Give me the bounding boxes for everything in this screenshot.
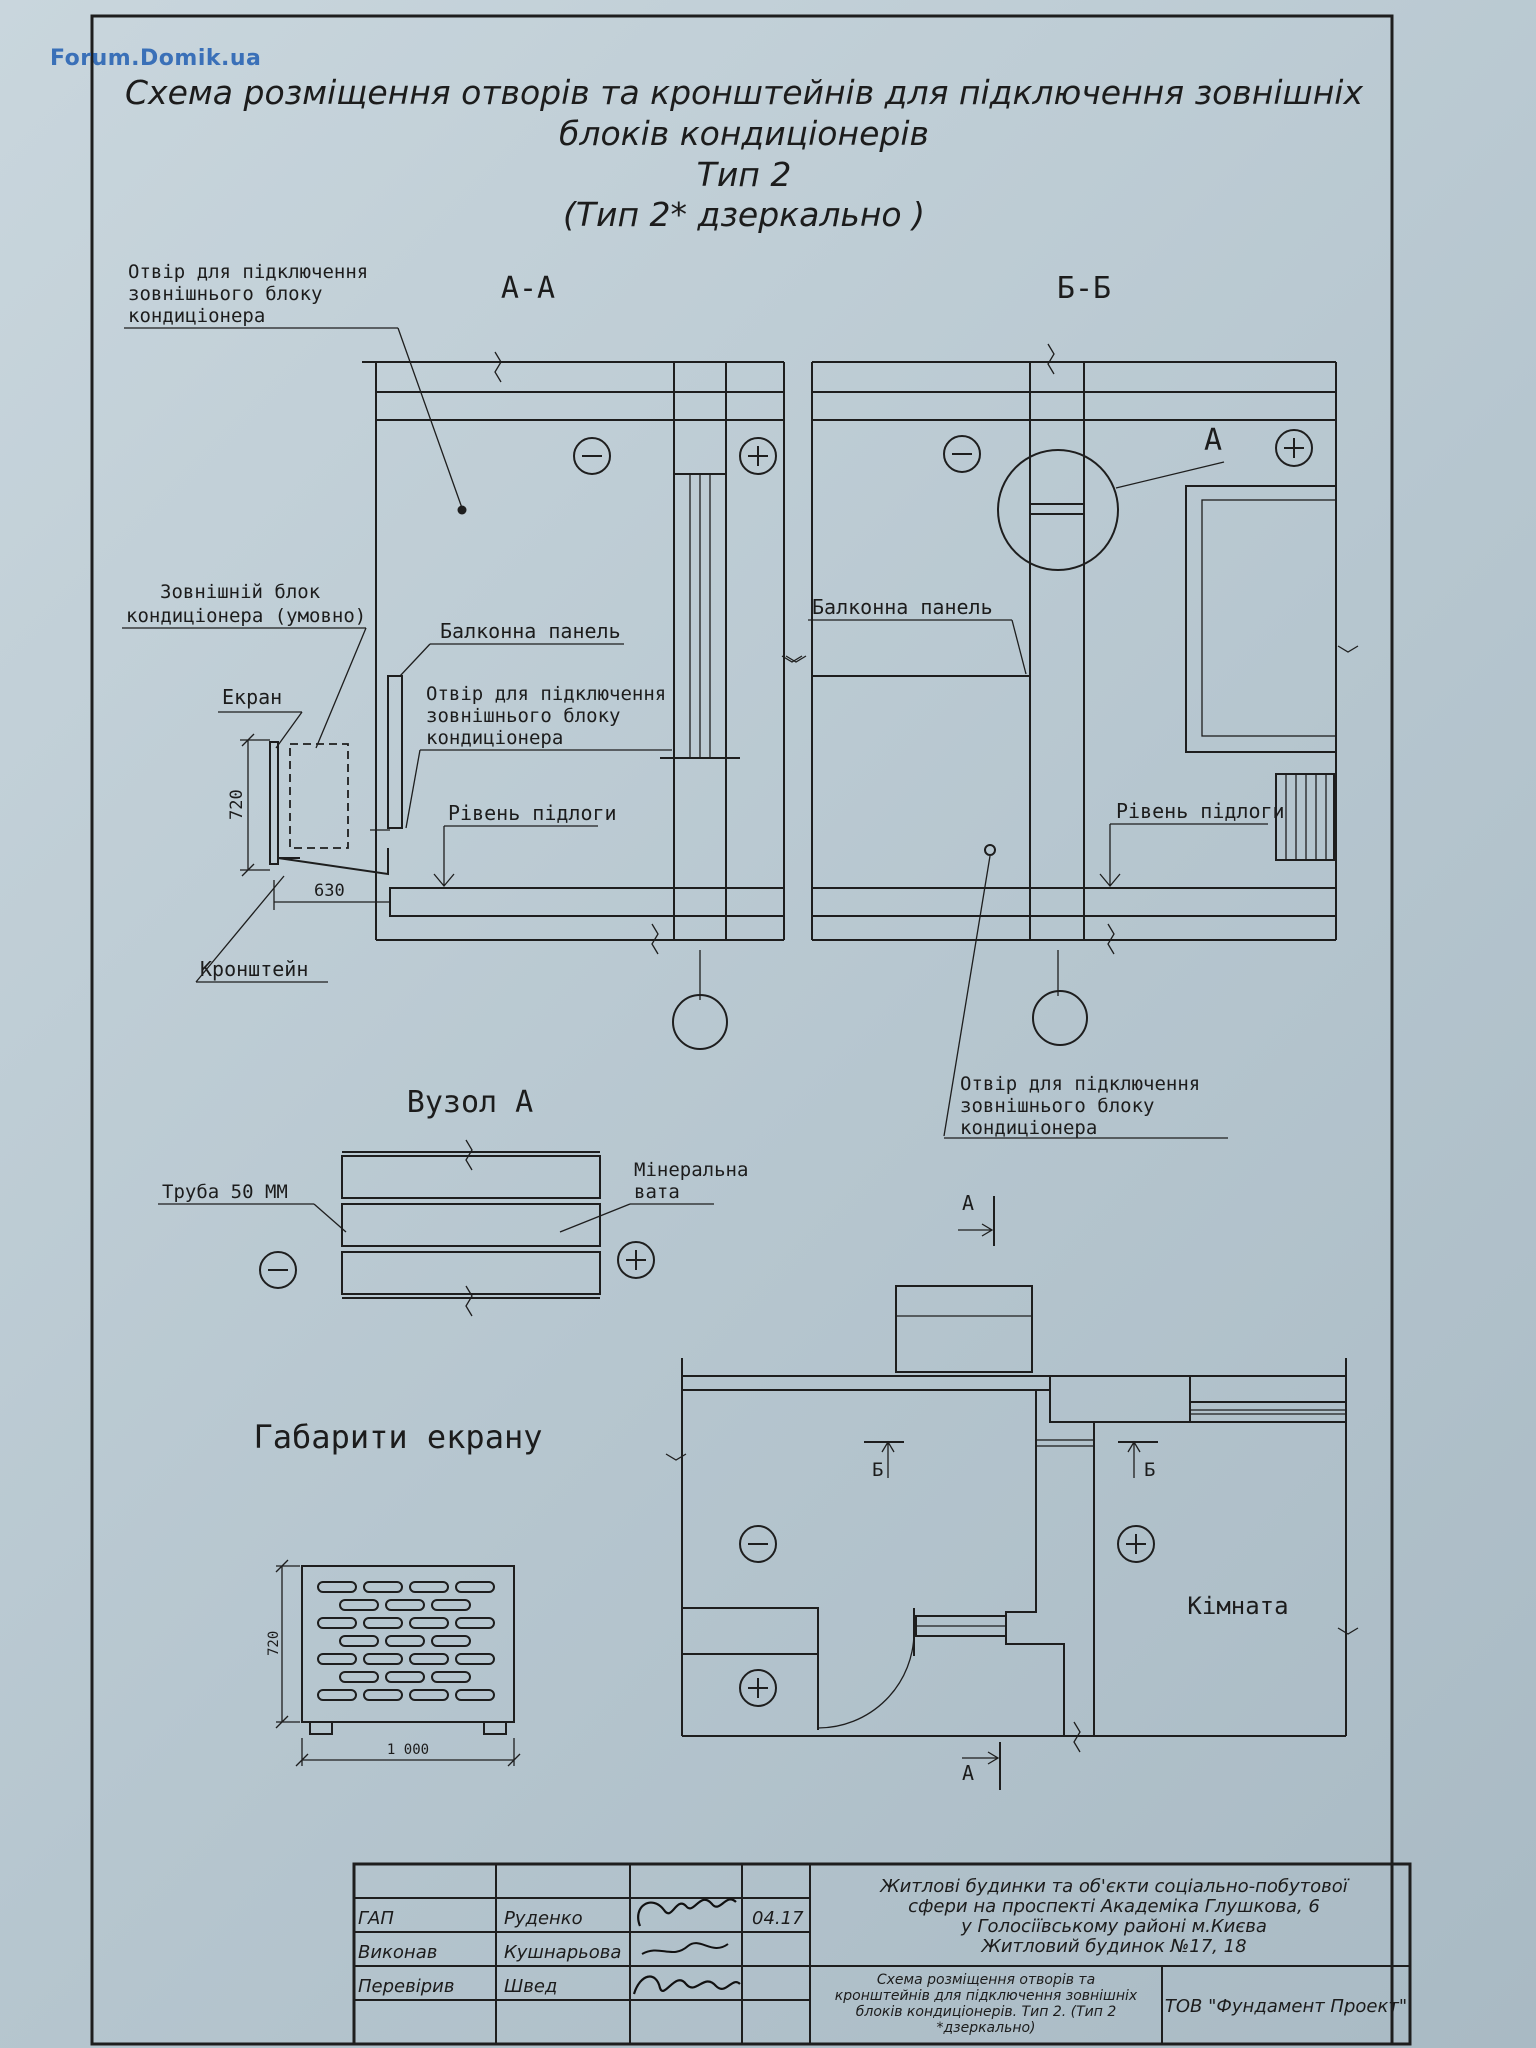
screen-dims-title: Габарити екрану [254, 1418, 543, 1456]
title-line-3: Тип 2 [697, 155, 792, 194]
node-a-circle [997, 449, 1119, 571]
title-line-2: блоків кондиціонерів [559, 114, 929, 153]
watermark: Forum.Domik.ua [50, 46, 262, 71]
axis-bubble-bb [1032, 990, 1088, 1046]
node-a-wool-label-1: Мінеральна [634, 1159, 748, 1181]
stamp-name-1: Руденко [504, 1908, 583, 1929]
stamp-sheet-title-3: блоків кондиціонерів. Тип 2. (Тип 2 [856, 2004, 1117, 2020]
section-aa-dim-height: 720 [227, 789, 247, 820]
node-a-title: Вузол А [407, 1085, 533, 1120]
section-aa-hole2-callout-2: зовнішнього блоку [426, 705, 620, 727]
plan-wall-left [681, 1607, 819, 1655]
balcony-panel-bb [811, 675, 1031, 889]
stamp-role-3: Перевірив [358, 1976, 454, 1997]
signature-3 [632, 1975, 741, 1995]
screen-panel [269, 741, 279, 865]
signature-2 [641, 1942, 729, 1955]
top-slab-bb [811, 391, 1337, 421]
plan-wall-central [1005, 1389, 1095, 1737]
axis-bubble-aa [672, 994, 728, 1050]
floor-slab-bb [811, 887, 1337, 917]
node-a-pipe-label: Труба 50 ММ [162, 1181, 288, 1203]
sheet-frame [90, 14, 1394, 2046]
section-aa-floor-level: Рівень підлоги [448, 801, 617, 825]
title-line-4: (Тип 2* дзеркально ) [563, 195, 925, 234]
screen-dims-height: 720 [266, 1631, 282, 1656]
plan-outdoor-unit [895, 1285, 1033, 1373]
section-bb-balcony-panel: Балконна панель [812, 595, 993, 619]
stamp-project-4: Житловий будинок №17, 18 [980, 1936, 1246, 1957]
pipe-sleeve-bb [1029, 503, 1085, 515]
plan-cut-a-top: А [962, 1191, 974, 1215]
hole-marker-bb [984, 844, 996, 856]
stamp-company: ТОВ "Фундамент Проект" [1165, 1996, 1407, 2017]
floor-slab-aa [389, 887, 785, 917]
node-a: Вузол А Труба 50 ММ Мінеральна вата [158, 1085, 748, 1317]
section-aa: А-А Отвір для підключення зовнішнього бл… [122, 261, 807, 1050]
stamp-name-2: Кушнарьова [504, 1942, 621, 1963]
stamp-sheet-title-1: Схема розміщення отворів та [877, 1972, 1095, 1988]
section-bb-label: Б-Б [1057, 271, 1111, 306]
section-aa-hole-callout-3: кондиціонера [128, 305, 265, 327]
plan-insulation [1049, 1375, 1191, 1423]
section-aa-outdoor-unit-2: кондиціонера (умовно) [126, 605, 366, 627]
screen-outline [301, 1565, 515, 1723]
column-aa-bottom [673, 757, 727, 941]
node-a-wool-label-2: вата [634, 1181, 680, 1203]
stamp-project-3: у Голосіївському районі м.Києва [960, 1916, 1267, 1937]
section-bb: Б-Б А Балконна панель Рівень підл [781, 271, 1359, 1139]
stamp-sheet-title-2: кронштейнів для підключення зовнішніх [835, 1988, 1138, 2004]
section-aa-hole2-callout-3: кондиціонера [426, 727, 563, 749]
signature-1 [637, 1898, 737, 1927]
section-bb-hole-callout-1: Отвір для підключення [960, 1073, 1200, 1095]
stamp-sheet-title-4: *дзеркально) [936, 2020, 1035, 2036]
section-aa-hole2-callout-1: Отвір для підключення [426, 683, 666, 705]
window-bb [1185, 485, 1337, 753]
section-aa-screen-label: Екран [222, 685, 282, 709]
stamp-name-3: Швед [504, 1976, 557, 1997]
title-block: ГАП Руденко 04.17 Виконав Кушнарьова Пер… [352, 1862, 1412, 2046]
node-a-wall-top [341, 1155, 601, 1199]
stamp-project-2: сфери на проспекті Академіка Глушкова, 6 [908, 1896, 1320, 1917]
radiator [1275, 773, 1335, 861]
screen-slots [317, 1581, 495, 1701]
column-bb [1029, 361, 1085, 941]
plan-cut-b-right: Б [1144, 1459, 1155, 1481]
section-bb-node-mark: А [1204, 423, 1222, 458]
section-aa-balcony-panel: Балконна панель [440, 619, 621, 643]
section-aa-hole-callout-2: зовнішнього блоку [128, 283, 322, 305]
outdoor-unit-outline [289, 743, 349, 849]
hole-marker [457, 505, 467, 515]
section-bb-hole-callout-3: кондиціонера [960, 1117, 1097, 1139]
node-a-wall-bottom [341, 1251, 601, 1295]
stamp-project-1: Житлові будинки та об'єкти соціально-поб… [879, 1876, 1350, 1897]
bracket [277, 848, 389, 876]
section-aa-hole-callout-1: Отвір для підключення [128, 261, 368, 283]
section-bb-hole-callout-2: зовнішнього блоку [960, 1095, 1154, 1117]
plan-cut-a-bottom: А [962, 1761, 974, 1785]
balcony-panel-aa [387, 675, 403, 829]
section-aa-outdoor-unit-1: Зовнішній блок [160, 581, 321, 603]
section-aa-label: А-А [501, 271, 555, 306]
floor-plan: А Б Б [665, 1191, 1359, 1790]
screen-dims-width: 1 000 [387, 1742, 429, 1758]
stamp-role-1: ГАП [358, 1908, 394, 1929]
plan-door-swing [817, 1631, 915, 1729]
title-line-1: Схема розміщення отворів та кронштейнів … [125, 73, 1363, 112]
stamp-date-1: 04.17 [752, 1908, 804, 1929]
stamp-role-2: Виконав [358, 1942, 437, 1963]
node-a-mineral-wool [341, 1203, 601, 1247]
plan-cut-b-left: Б [872, 1459, 883, 1481]
section-aa-bracket-label: Кронштейн [200, 957, 308, 981]
top-slab-aa [375, 391, 785, 421]
screen-dims: Габарити екрану 720 1 000 [254, 1418, 543, 1767]
section-aa-dim-width: 630 [314, 881, 345, 901]
column-aa-top [673, 361, 727, 475]
drawing-title: Схема розміщення отворів та кронштейнів … [125, 73, 1363, 234]
plan-room-label: Кімната [1187, 1592, 1288, 1620]
section-bb-floor-level: Рівень підлоги [1116, 799, 1285, 823]
